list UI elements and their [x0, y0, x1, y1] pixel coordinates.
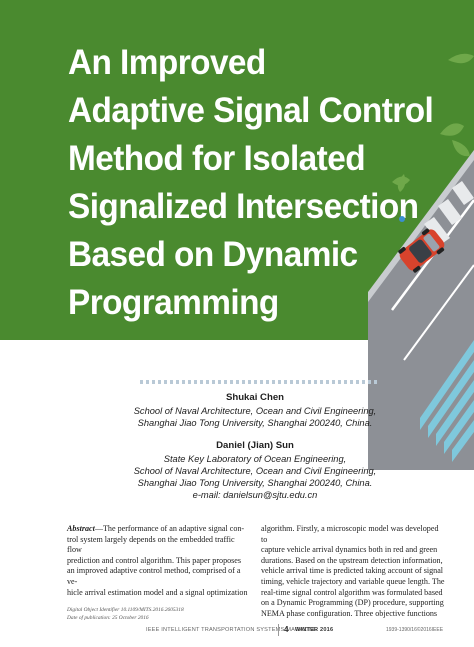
- title-line: Adaptive Signal Control: [68, 90, 434, 130]
- body-columns: Abstract—The performance of an adaptive …: [67, 524, 451, 621]
- author-block: Daniel (Jian) Sun State Key Laboratory o…: [120, 440, 390, 502]
- title-line: An Improved: [68, 42, 266, 82]
- title-line: Signalized Intersection: [68, 186, 419, 226]
- body-line: capture vehicle arrival dynamics both in…: [261, 545, 438, 555]
- page-number: 4: [284, 625, 289, 634]
- doi-line: Digital Object Identifier 10.1109/MITS.2…: [67, 607, 184, 614]
- magazine-name: IEEE INTELLIGENT TRANSPORTATION SYSTEMS …: [146, 627, 318, 633]
- abstract-line: an improved adaptive control method, com…: [67, 566, 241, 586]
- abstract-dash: —: [94, 524, 103, 533]
- body-line: on a Dynamic Programming (DP) procedure,…: [261, 598, 444, 608]
- abstract-line: Abstract—The performance of an adaptive …: [67, 524, 245, 533]
- author-block: Shukai Chen School of Naval Architecture…: [120, 392, 390, 430]
- abstract-label: Abstract: [67, 524, 95, 533]
- page-footer: IEEE INTELLIGENT TRANSPORTATION SYSTEMS …: [0, 624, 474, 638]
- crosswalk: [420, 340, 474, 462]
- publication-meta: Digital Object Identifier 10.1109/MITS.2…: [67, 607, 251, 622]
- body-line: vehicle arrival time is predicted taking…: [261, 566, 444, 576]
- hero-banner: An Improved Adaptive Signal Control Meth…: [0, 0, 474, 340]
- body-line: timing, vehicle trajectory and variable …: [261, 576, 445, 586]
- author-name: Daniel (Jian) Sun: [216, 439, 294, 451]
- author-affiliation: School of Naval Architecture, Ocean and …: [133, 406, 377, 417]
- abstract-line: hicle arrival estimation model and a sig…: [67, 587, 248, 597]
- author-affiliation: State Key Laboratory of Ocean Engineerin…: [163, 453, 347, 464]
- section-divider: [140, 380, 380, 384]
- footer-divider: [278, 624, 279, 636]
- abstract-line: prediction and control algorithm. This p…: [67, 555, 242, 565]
- body-line: algorithm. Firstly, a microscopic model …: [261, 524, 439, 544]
- body-column: algorithm. Firstly, a microscopic model …: [261, 524, 445, 619]
- date-line: Date of publication: 25 October 2016: [67, 614, 149, 621]
- title-line: Based on Dynamic: [68, 234, 358, 274]
- abstract-line: trol system largely depends on the embed…: [67, 534, 235, 555]
- author-affiliation: School of Naval Architecture, Ocean and …: [133, 466, 377, 477]
- author-list: Shukai Chen School of Naval Architecture…: [120, 392, 390, 502]
- title-line: Programming: [68, 282, 279, 322]
- article-title: An Improved Adaptive Signal Control Meth…: [68, 38, 434, 326]
- author-email[interactable]: e-mail: danielsun@sjtu.edu.cn: [192, 490, 318, 501]
- issn-copyright: 1939-1390/16©2016IEEE: [386, 627, 444, 633]
- body-line: durations. Based on the upstream detecti…: [261, 555, 443, 565]
- issue-season: WINTER 2016: [295, 627, 334, 633]
- author-affiliation: Shanghai Jiao Tong University, Shanghai …: [137, 478, 373, 489]
- author-affiliation: Shanghai Jiao Tong University, Shanghai …: [137, 418, 373, 429]
- abstract-column: Abstract—The performance of an adaptive …: [67, 524, 251, 622]
- title-line: Method for Isolated: [68, 138, 366, 178]
- body-line: NEMA phase configuration. Three objectiv…: [261, 608, 438, 618]
- author-name: Shukai Chen: [225, 392, 285, 403]
- body-line: real-time signal control algorithm was f…: [261, 587, 443, 597]
